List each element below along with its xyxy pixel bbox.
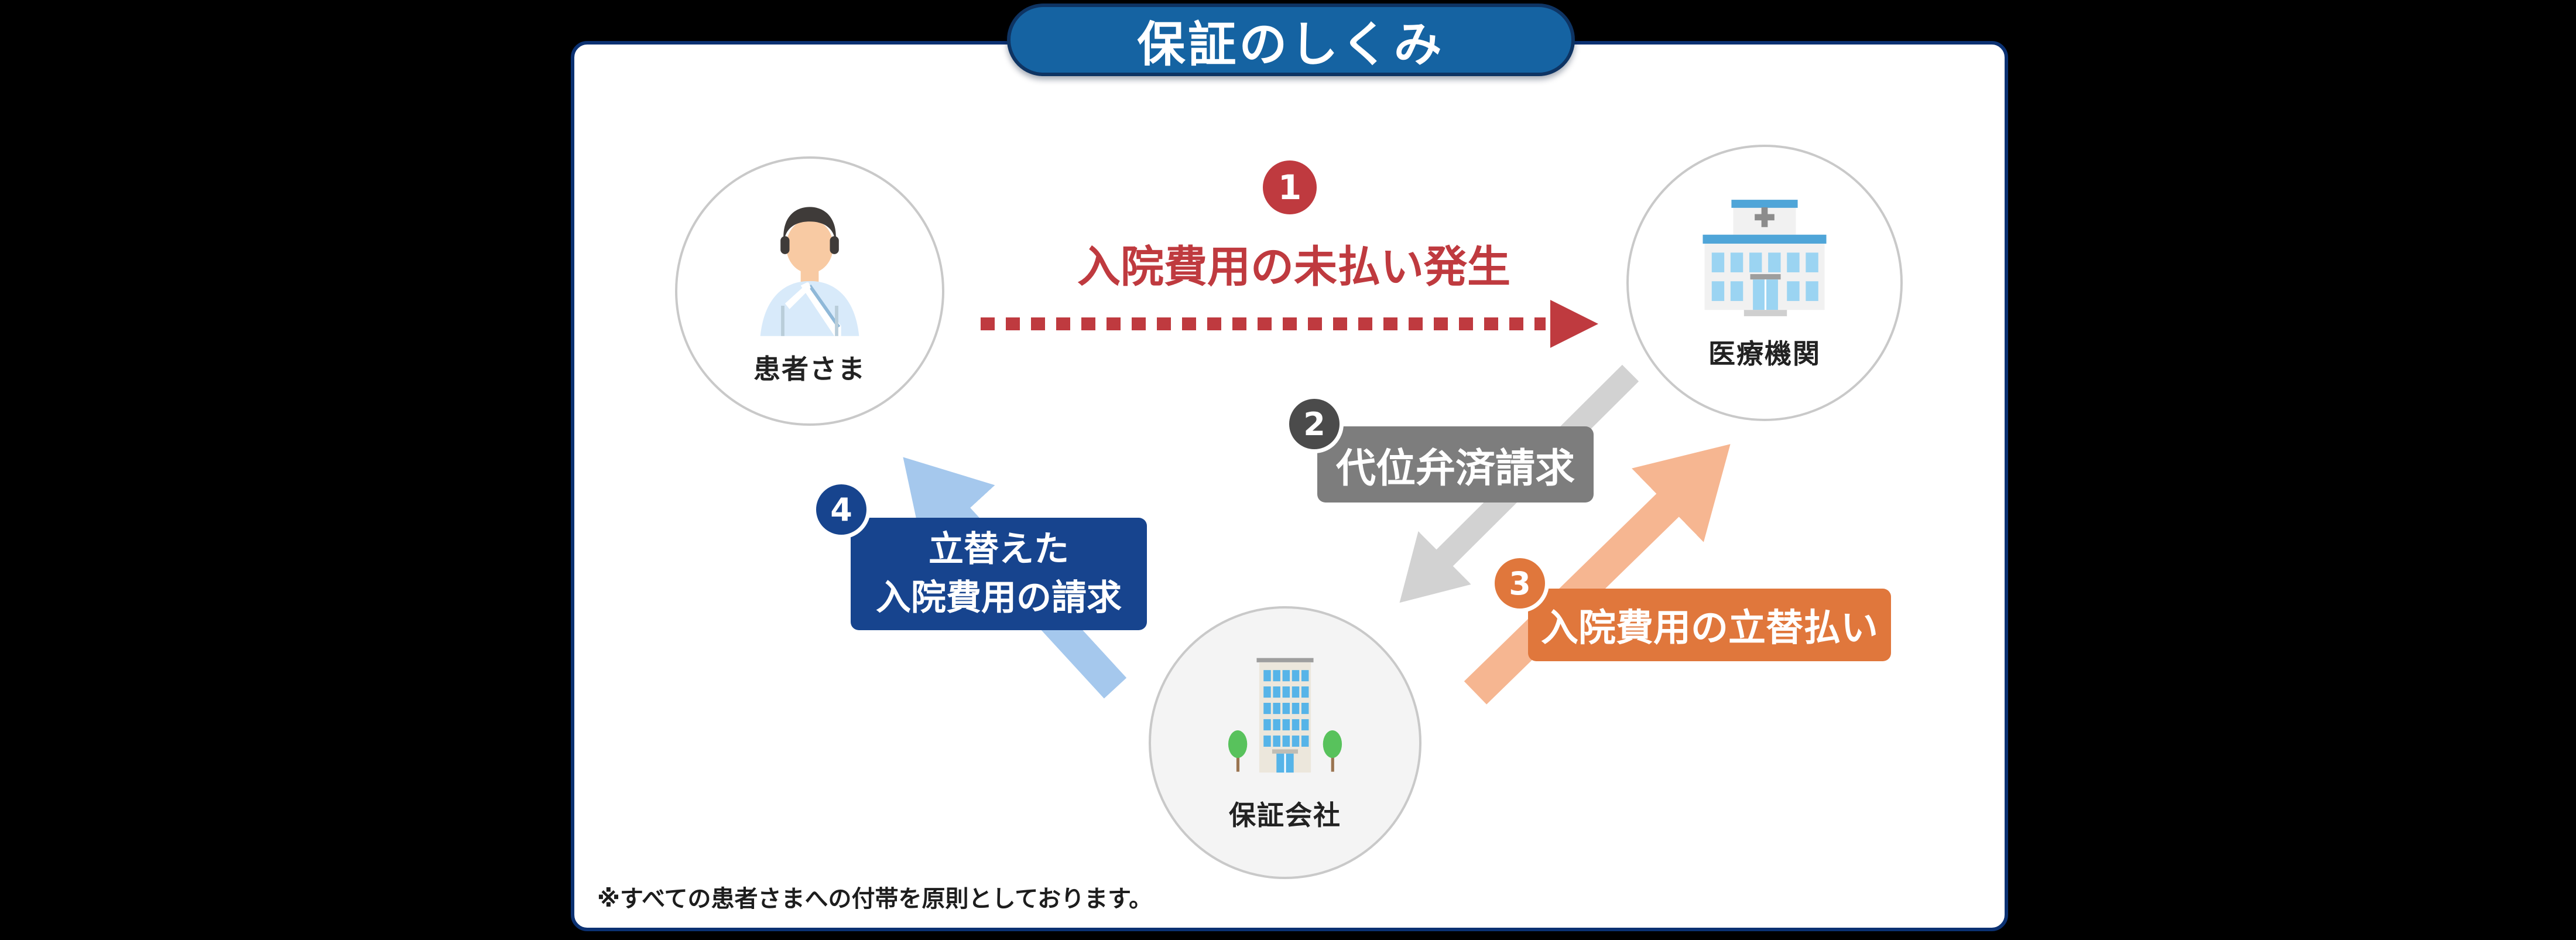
title-banner: 保証のしくみ [1007,4,1575,76]
hospital-label: 医療機関 [1708,337,1821,370]
tree-icon [1228,730,1248,772]
step2-badge: 2 [1285,395,1344,453]
step2-label: 代位弁済請求 [1335,445,1575,492]
footnote: ※すべての患者さまへの付帯を原則としております。 [597,886,1153,912]
guarantor-label: 保証会社 [1229,799,1341,831]
step1-label: 入院費用の未払い発生 [1077,242,1510,292]
node-patient: 患者さま [675,156,944,426]
node-hospital: 医療機関 [1626,145,1903,421]
step4-label-line2: 入院費用の請求 [876,577,1122,618]
step3-badge: 3 [1491,554,1549,613]
step3-label-box: 入院費用の立替払い [1528,589,1891,661]
hospital-icon [1703,199,1827,316]
step4-label-box: 立替えた 入院費用の請求 [851,518,1147,630]
patient-icon [760,207,859,336]
page-title: 保証のしくみ [1137,16,1445,73]
step4-label-line1: 立替えた [929,529,1069,570]
node-guarantor: 保証会社 [1149,606,1421,879]
step2-label-box: 代位弁済請求 [1317,426,1594,503]
step4-number: 4 [830,491,852,528]
office-building-icon [1228,658,1342,773]
step3-label: 入院費用の立替払い [1541,607,1878,650]
step3-number: 3 [1509,565,1531,602]
step2-number: 2 [1303,405,1325,443]
tree-icon [1323,730,1342,772]
building-windows [1263,670,1309,747]
step1-number: 1 [1277,168,1302,207]
patient-label: 患者さま [753,353,866,385]
step1-badge: 1 [1263,160,1317,214]
step4-badge: 4 [812,480,871,539]
